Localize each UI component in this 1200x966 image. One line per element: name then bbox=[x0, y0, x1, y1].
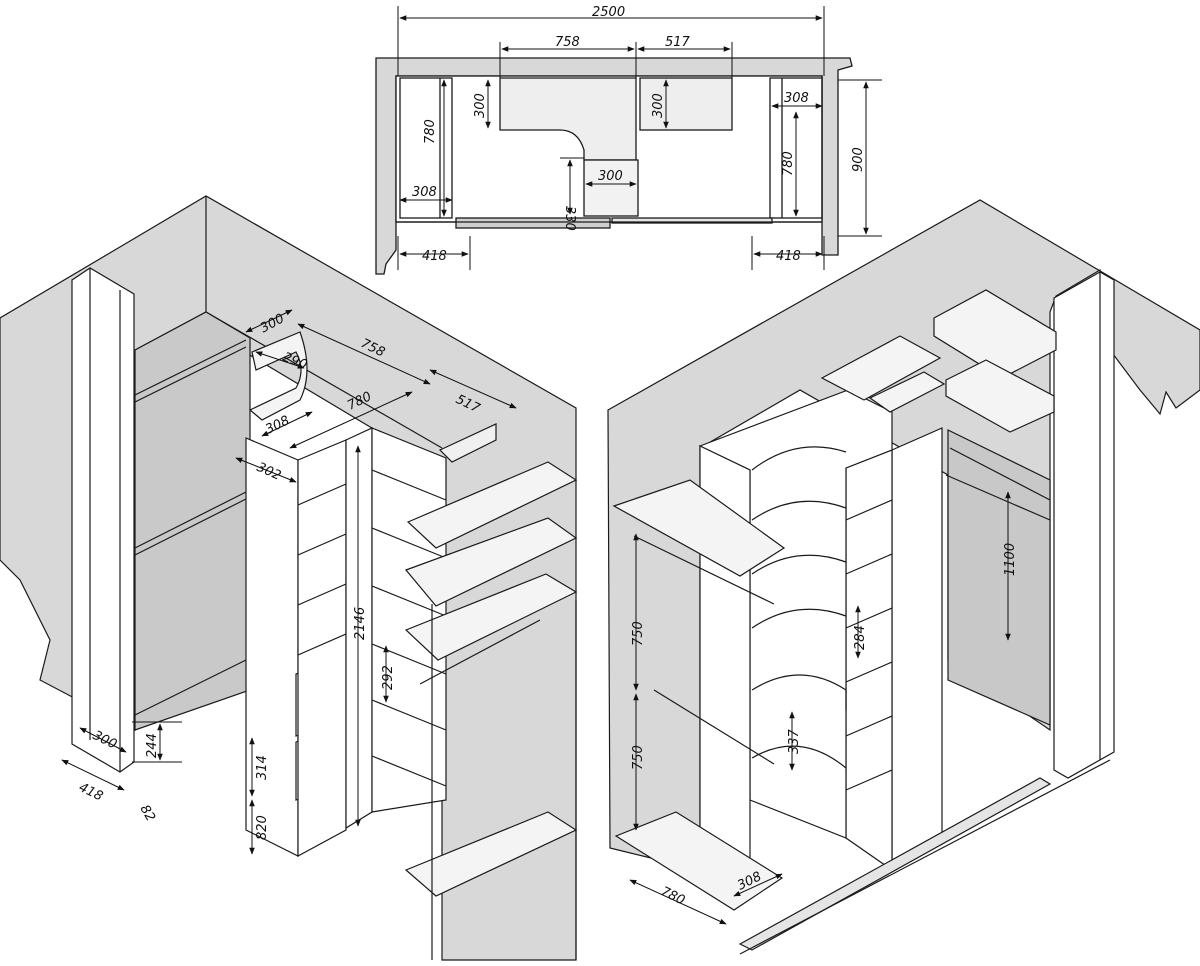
dim-244-left: 244 bbox=[145, 733, 160, 758]
dim-337-right: 337 bbox=[787, 728, 802, 754]
left-top-block bbox=[438, 423, 497, 463]
dim-780-plan-right: 780 bbox=[781, 151, 796, 176]
plan-mid-shelf bbox=[583, 159, 639, 217]
right-top-shelf bbox=[933, 289, 1057, 379]
dim-2146-left: 2146 bbox=[353, 607, 368, 640]
dim-1100-right: 1100 bbox=[1003, 543, 1018, 576]
right-top-corner-shelf bbox=[820, 335, 942, 401]
dim-292-left: 292 bbox=[381, 665, 396, 690]
right-back-wall bbox=[607, 199, 1200, 871]
dim-820-left: 820 bbox=[255, 815, 270, 840]
left-drawer-column bbox=[245, 437, 299, 857]
dim-82-left: 82 bbox=[137, 803, 158, 825]
dim-314-left: 314 bbox=[255, 755, 270, 780]
left-isometric-view bbox=[0, 195, 578, 961]
dim-900-plan: 900 bbox=[851, 147, 866, 172]
right-shelf-tower bbox=[845, 449, 893, 872]
dim-2500: 2500 bbox=[592, 5, 625, 20]
dim-750-right-top: 750 bbox=[631, 621, 646, 646]
dim-308-plan-left: 308 bbox=[412, 185, 437, 200]
dim-517-plan: 517 bbox=[665, 35, 691, 50]
right-door-track bbox=[738, 777, 1052, 951]
right-center-column bbox=[891, 427, 943, 871]
right-top-shelf-2 bbox=[945, 359, 1055, 433]
dim-300-plan-left: 300 bbox=[473, 93, 488, 118]
dim-758-plan: 758 bbox=[555, 35, 580, 50]
right-bottom-shelf bbox=[614, 811, 784, 911]
dim-750-right-bottom: 750 bbox=[631, 745, 646, 770]
dim-300-plan-shelf: 300 bbox=[598, 169, 623, 184]
left-shelf-2 bbox=[404, 517, 578, 607]
dim-418-plan-left: 418 bbox=[422, 249, 447, 264]
plan-door-track bbox=[455, 217, 611, 229]
dim-780-right: 780 bbox=[658, 884, 687, 908]
right-isometric-view bbox=[607, 199, 1200, 955]
right-sliding-door bbox=[1053, 271, 1115, 779]
left-glass-door bbox=[431, 600, 577, 960]
dim-300-plan-right: 300 bbox=[651, 93, 666, 118]
dim-284-right: 284 bbox=[853, 625, 868, 650]
plan-right-cabinet bbox=[769, 77, 823, 219]
plan-left-cabinet bbox=[399, 77, 453, 219]
dim-330-plan: 330 bbox=[562, 206, 577, 231]
left-recess bbox=[134, 311, 251, 731]
right-hang-area bbox=[947, 429, 1051, 726]
right-upper-shelf-2 bbox=[868, 371, 946, 413]
plan-view bbox=[375, 57, 853, 275]
left-tall-panel bbox=[71, 267, 135, 773]
dim-418-plan-right: 418 bbox=[776, 249, 801, 264]
left-shelf-3 bbox=[404, 573, 578, 661]
plan-dimensions: 2500 758 517 300 300 780 308 780 900 308 bbox=[397, 5, 882, 270]
left-shelf-1 bbox=[406, 461, 578, 549]
plan-right-shelf bbox=[639, 77, 733, 131]
right-dimensions: 1100 750 750 284 337 780 308 bbox=[629, 491, 1018, 925]
dim-418-left: 418 bbox=[76, 780, 105, 804]
dim-780-plan-left: 780 bbox=[423, 119, 438, 144]
right-left-shelf-top bbox=[612, 479, 786, 577]
dim-308-plan-right: 308 bbox=[784, 91, 809, 106]
